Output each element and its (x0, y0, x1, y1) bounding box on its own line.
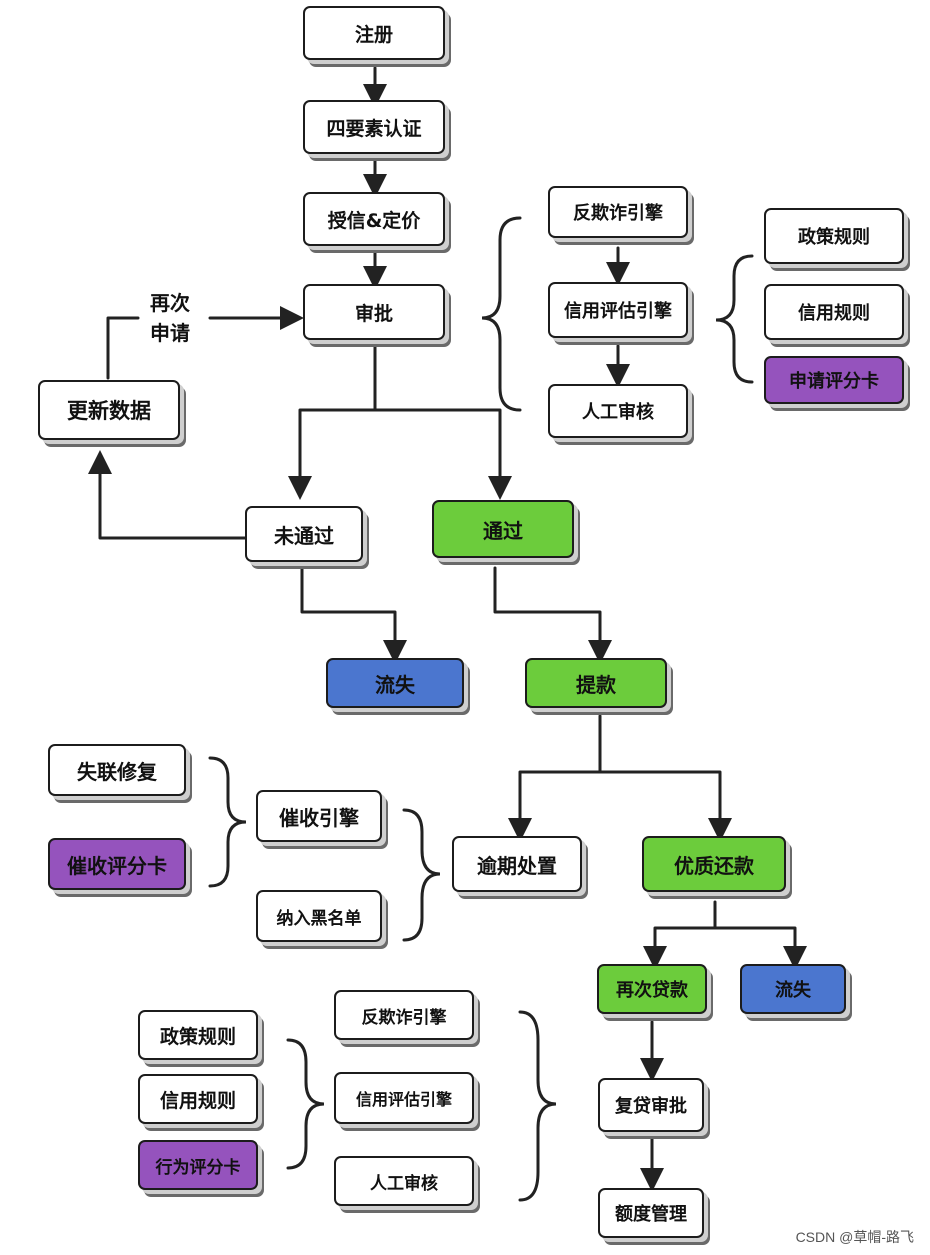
node-application-scorecard: 申请评分卡 (764, 356, 904, 404)
label-reapply-line2: 申请 (150, 321, 190, 345)
node-collection-engine: 催收引擎 (256, 790, 382, 842)
brace-reloan-rules (286, 1038, 325, 1170)
arrow-withdraw-split (508, 714, 602, 842)
node-limit-management: 额度管理 (598, 1188, 704, 1238)
node-churn: 流失 (326, 658, 464, 708)
node-credit-rules: 信用规则 (764, 284, 904, 340)
label-reapply-line1: 再次 (150, 291, 190, 315)
arrow-withdraw-to-good (598, 770, 732, 842)
brace-collection-left (208, 756, 247, 888)
node-manual-review-2: 人工审核 (334, 1156, 474, 1206)
node-credit-pricing: 授信&定价 (303, 192, 445, 246)
node-policy-rules-2: 政策规则 (138, 1010, 258, 1060)
watermark: CSDN @草帽-路飞 (795, 1229, 914, 1245)
node-behavior-scorecard: 行为评分卡 (138, 1140, 258, 1190)
node-lost-contact-repair: 失联修复 (48, 744, 186, 796)
brace-collection-right (402, 808, 441, 942)
node-reloan: 再次贷款 (597, 964, 707, 1014)
node-overdue-handling: 逾期处置 (452, 836, 582, 892)
node-update-data: 更新数据 (38, 380, 180, 440)
arrow-update-to-reapply (106, 316, 140, 380)
brace-eval-rules (715, 254, 754, 384)
node-collection-scorecard: 催收评分卡 (48, 838, 186, 890)
arrow-approval-to-passed (373, 408, 512, 500)
node-churn-2: 流失 (740, 964, 846, 1014)
node-anti-fraud-engine-2: 反欺诈引擎 (334, 990, 474, 1040)
node-good-repayment: 优质还款 (642, 836, 786, 892)
node-withdrawal: 提款 (525, 658, 667, 708)
arrow-notpassed-down (300, 566, 407, 664)
node-credit-rules-2: 信用规则 (138, 1074, 258, 1124)
arrow-good-split (643, 900, 717, 970)
brace-reloan-engines (518, 1010, 557, 1202)
node-not-passed: 未通过 (245, 506, 363, 562)
node-approval: 审批 (303, 284, 445, 340)
node-anti-fraud-engine: 反欺诈引擎 (548, 186, 688, 238)
arrow-passed-down (493, 566, 612, 664)
node-manual-review: 人工审核 (548, 384, 688, 438)
node-register: 注册 (303, 6, 445, 60)
node-four-factor-auth: 四要素认证 (303, 100, 445, 154)
arrow-good-to-churn2 (713, 926, 807, 970)
arrow-notpassed-to-update (88, 450, 247, 540)
node-blacklist: 纳入黑名单 (256, 890, 382, 942)
node-policy-rules: 政策规则 (764, 208, 904, 264)
node-credit-eval-engine: 信用评估引擎 (548, 282, 688, 338)
node-reloan-approval: 复贷审批 (598, 1078, 704, 1132)
arrow-approval-split (288, 343, 377, 500)
node-passed: 通过 (432, 500, 574, 558)
brace-approval-engines (481, 216, 522, 412)
node-credit-eval-engine-2: 信用评估引擎 (334, 1072, 474, 1124)
